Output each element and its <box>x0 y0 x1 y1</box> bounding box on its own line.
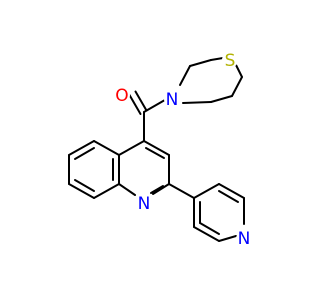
bond-quinoline <box>118 183 136 196</box>
bond-benzo <box>93 183 120 199</box>
bond-pyridine <box>193 183 220 199</box>
bond-biaryl <box>168 183 195 199</box>
bond-thiomorpholine <box>179 65 191 86</box>
bond-carbonyl-double <box>128 94 142 115</box>
bond-benzo-inner <box>74 179 95 192</box>
bond-thiomorpholine <box>182 101 212 104</box>
bond-benzo-inner <box>74 147 95 160</box>
bond-benzo <box>93 140 120 156</box>
bond-carbonyl-amide <box>143 99 165 113</box>
bond-benzo <box>68 140 95 156</box>
bond-quinoline <box>143 140 170 156</box>
bond-quinoline-inner <box>150 185 164 194</box>
bond-quinoline-inner <box>145 147 165 159</box>
bond-pyridine <box>218 183 245 199</box>
bond-benzo <box>68 183 95 199</box>
amide-nitrogen-atom-label: N <box>166 90 179 110</box>
pyridine-nitrogen-atom-label: N <box>238 229 251 249</box>
bond-thiomorpholine <box>231 76 243 97</box>
atom-labels: O N S N N <box>114 51 252 249</box>
molecule-canvas: O N S N N <box>68 51 252 249</box>
bond-pyridine-inner <box>218 190 239 203</box>
oxygen-atom-label: O <box>115 86 128 106</box>
bond-quinoline <box>118 140 145 156</box>
bond-pyridine <box>193 226 220 242</box>
bonds <box>68 57 245 242</box>
bond-pyridine <box>218 235 237 242</box>
bond-thiomorpholine <box>210 57 224 61</box>
bond-thiomorpholine <box>210 95 233 103</box>
bond-pyridine-inner <box>199 222 220 235</box>
quinoline-nitrogen-atom-label: N <box>138 194 151 214</box>
bond-carbonyl-double <box>134 90 148 112</box>
bond-quinoline <box>152 183 170 195</box>
bond-thiomorpholine <box>235 64 243 78</box>
bond-thiomorpholine <box>189 59 212 67</box>
sulfur-atom-label: S <box>225 51 236 71</box>
molecule-structure: O N S N N <box>68 51 252 249</box>
